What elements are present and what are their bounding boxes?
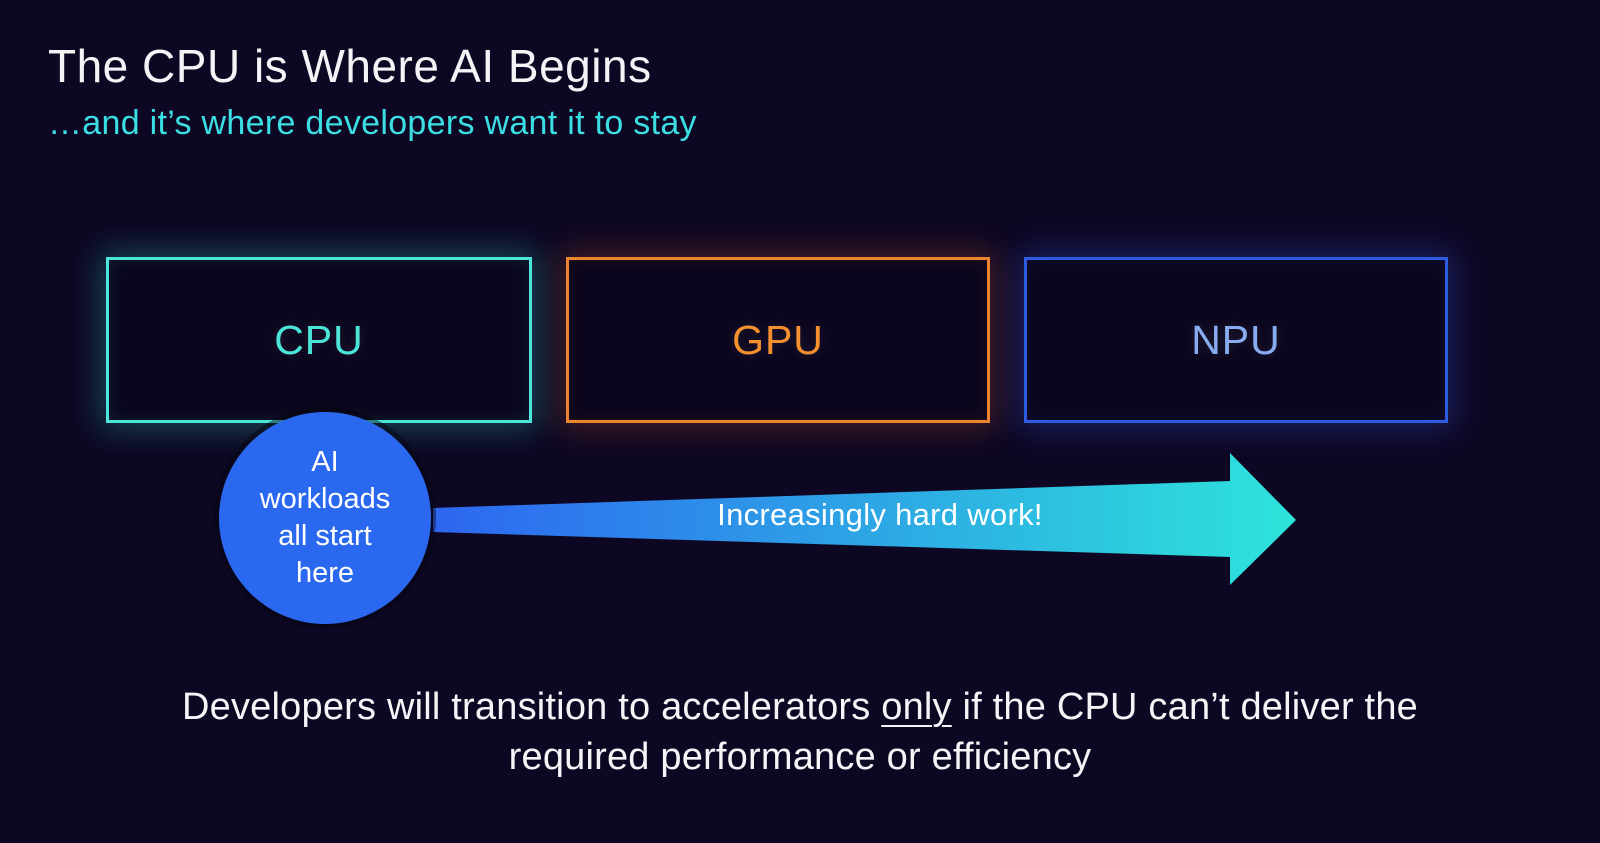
closing-underlined-word: only <box>881 686 952 728</box>
ai-workloads-circle-text: AI workloads all start here <box>259 446 391 589</box>
gpu-box-label: GPU <box>732 316 824 363</box>
arrow-label: Increasingly hard work! <box>717 497 1043 532</box>
gpu-box: GPU <box>566 257 990 423</box>
closing-line2: required performance or efficiency <box>508 736 1092 778</box>
cpu-box-label: CPU <box>274 316 364 363</box>
closing-line1-post: if the CPU can’t deliver the <box>951 686 1418 728</box>
cpu-box: CPU <box>106 257 532 423</box>
closing-statement: Developers will transition to accelerato… <box>0 682 1600 782</box>
ai-workloads-circle: AI workloads all start here <box>219 412 431 624</box>
slide-subtitle: …and it’s where developers want it to st… <box>48 104 697 142</box>
gradient-arrow-icon <box>433 453 1296 585</box>
slide-title: The CPU is Where AI Begins <box>48 40 652 92</box>
npu-box-label: NPU <box>1191 316 1281 363</box>
npu-box: NPU <box>1024 257 1448 423</box>
closing-line1-pre: Developers will transition to accelerato… <box>182 686 882 728</box>
